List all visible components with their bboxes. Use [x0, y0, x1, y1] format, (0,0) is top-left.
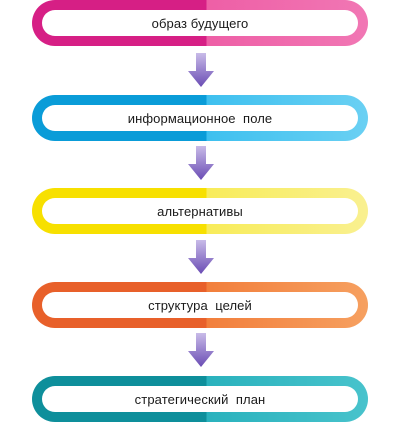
step-future-image: образ будущего: [32, 0, 368, 46]
down-arrow-icon: [188, 333, 214, 367]
step-label: информационное поле: [127, 110, 273, 126]
step-label: альтернативы: [157, 203, 243, 219]
step-label-box: информационное поле: [42, 105, 358, 131]
step-label-box: альтернативы: [42, 198, 358, 224]
step-label-box: стратегический план: [42, 386, 358, 412]
step-label-box: структура целей: [42, 292, 358, 318]
step-label-box: образ будущего: [42, 10, 358, 36]
down-arrow-icon: [188, 240, 214, 274]
down-arrow-icon: [188, 53, 214, 87]
step-strategic-plan: стратегический план: [32, 376, 368, 422]
step-goal-structure: структура целей: [32, 282, 368, 328]
step-information-field: информационное поле: [32, 95, 368, 141]
step-label: стратегический план: [134, 391, 266, 407]
down-arrow-icon: [188, 146, 214, 180]
step-label: структура целей: [148, 297, 252, 313]
step-label: образ будущего: [151, 15, 249, 31]
step-alternatives: альтернативы: [32, 188, 368, 234]
